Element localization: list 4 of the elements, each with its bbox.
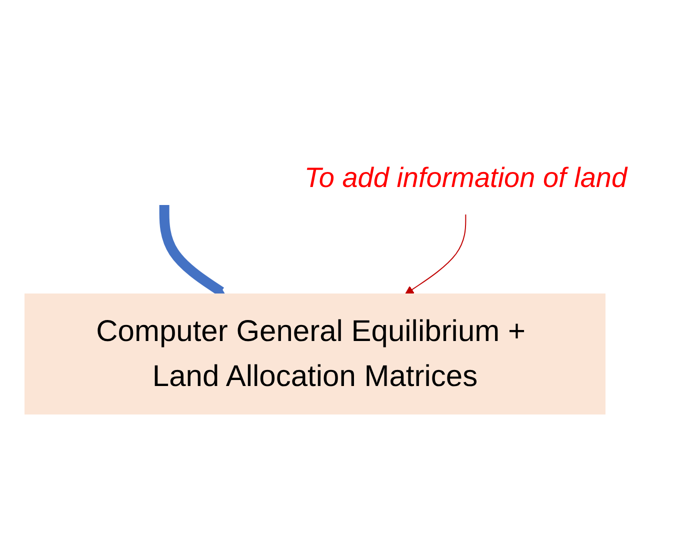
arrow [160, 205, 226, 296]
node-text: To add information of land [304, 162, 628, 193]
node-box: Computer General Equilibrium + Land Allocation Matrices [24, 294, 606, 414]
arrow [405, 214, 467, 294]
